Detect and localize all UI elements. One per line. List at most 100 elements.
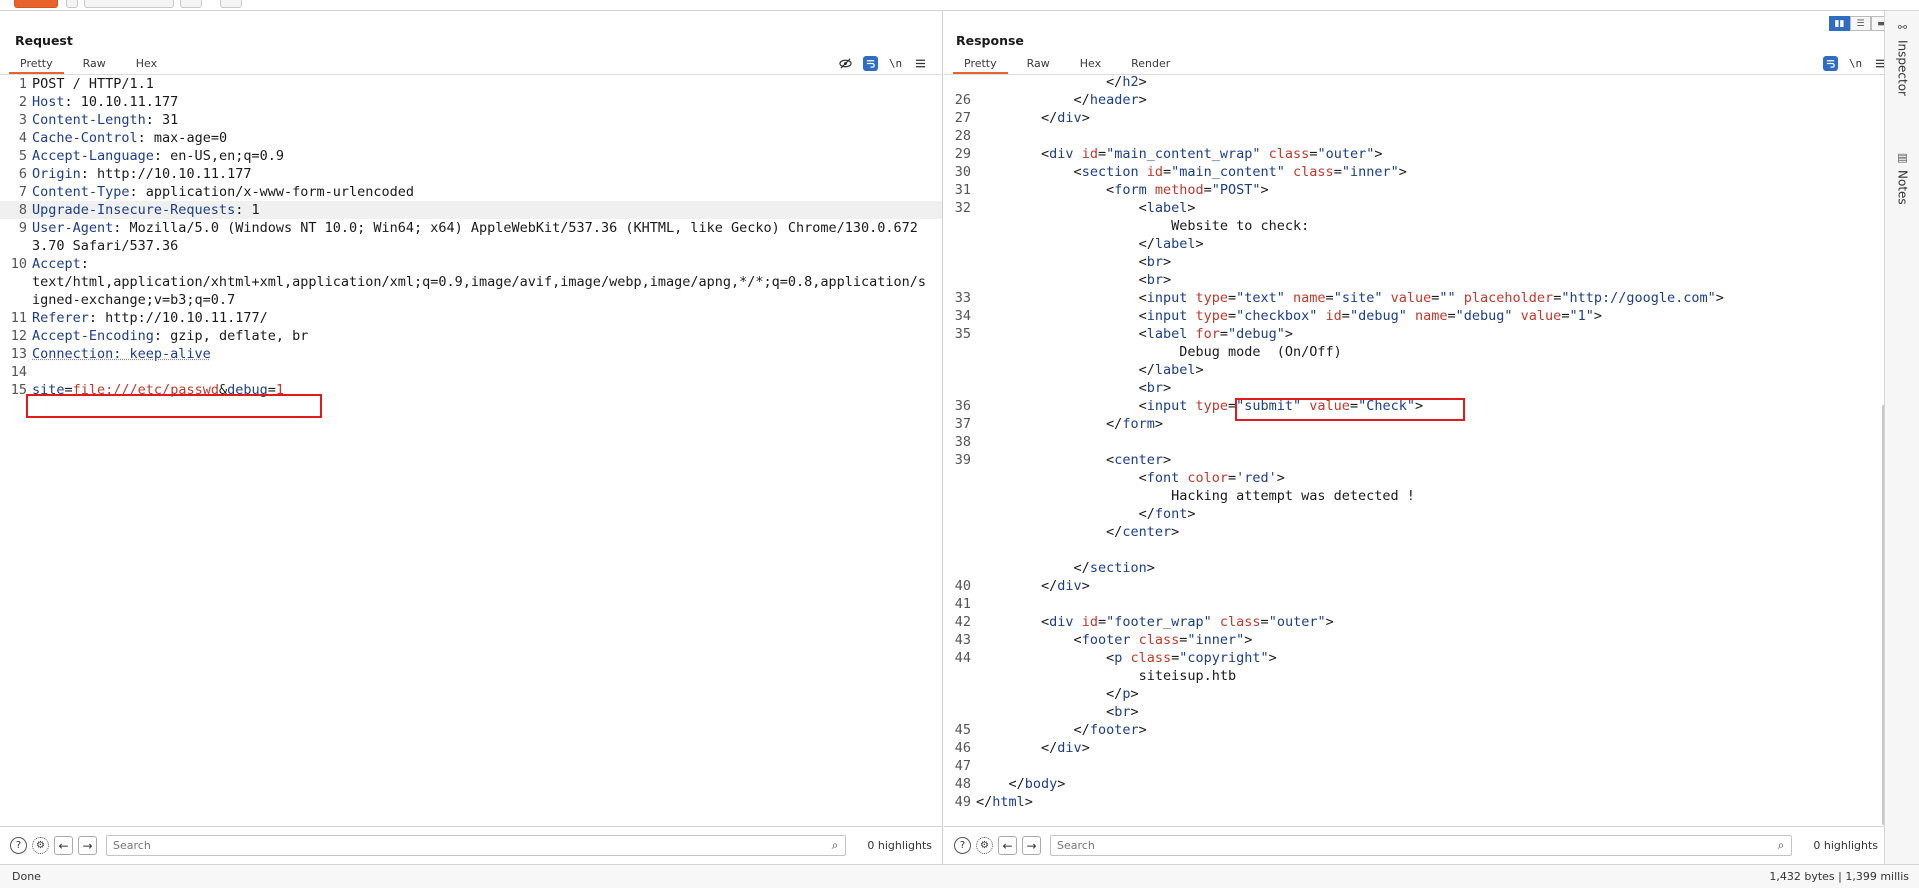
code-token: </ xyxy=(976,722,1090,738)
arrow-right-icon[interactable]: → xyxy=(78,836,97,855)
history-button[interactable] xyxy=(84,0,174,8)
code-token: : 1 xyxy=(235,202,260,218)
code-token: value xyxy=(1382,290,1432,306)
response-line: <br> xyxy=(944,703,1888,721)
request-search-placeholder: Search xyxy=(113,839,151,852)
line-code: <br> xyxy=(976,379,1888,397)
response-search-input[interactable]: Search ⌕ xyxy=(1050,835,1793,856)
layout-split-horizontal-icon[interactable]: ▮▮ xyxy=(1829,16,1850,31)
response-scrollbar[interactable] xyxy=(1882,405,1885,825)
code-token: input xyxy=(1146,398,1188,414)
tab-pretty[interactable]: Pretty xyxy=(949,54,1012,74)
code-token: = xyxy=(1171,650,1180,666)
tab-render[interactable]: Render xyxy=(1131,57,1171,70)
newline-toggle-icon[interactable]: \n xyxy=(888,56,903,70)
line-number xyxy=(944,505,976,523)
tab-pretty[interactable]: Pretty xyxy=(5,54,68,74)
line-code: <input type="checkbox" id="debug" name="… xyxy=(976,307,1888,325)
hamburger-menu-icon[interactable] xyxy=(1873,56,1888,71)
eye-off-icon[interactable] xyxy=(838,56,853,71)
code-token: class xyxy=(1260,146,1310,162)
code-token: = xyxy=(1097,146,1107,162)
line-code: </body> xyxy=(976,775,1888,793)
line-number xyxy=(944,379,976,397)
cancel-button[interactable] xyxy=(66,0,78,8)
tab-raw[interactable]: Raw xyxy=(1026,57,1050,70)
code-token: font xyxy=(1154,506,1188,522)
code-token: > xyxy=(1414,398,1424,414)
line-number: 3 xyxy=(18,112,27,128)
line-code xyxy=(32,363,942,381)
line-code: Website to check: xyxy=(976,217,1888,235)
help-icon[interactable]: ? xyxy=(10,837,27,854)
help-icon[interactable]: ? xyxy=(954,837,971,854)
code-token: "debug" xyxy=(1455,308,1513,324)
line-code: Content-Length: 31 xyxy=(32,111,942,129)
code-token: > xyxy=(1187,200,1196,216)
code-token: : max-age=0 xyxy=(137,130,228,146)
line-number: 37 xyxy=(954,416,971,432)
notes-tab[interactable]: ▤ Notes xyxy=(1885,151,1919,205)
gear-icon[interactable]: ⚙ xyxy=(32,837,49,854)
line-number xyxy=(944,487,976,505)
arrow-left-icon[interactable]: ← xyxy=(54,836,73,855)
code-token: < xyxy=(976,308,1147,324)
request-search-bar: ? ⚙ ← → Search ⌕ 0 highlights xyxy=(0,826,942,864)
line-code: </h2> xyxy=(976,75,1888,91)
code-token: Origin xyxy=(32,166,81,182)
code-token: : Mozilla/5.0 (Windows NT 10.0; Win64; x… xyxy=(32,220,918,254)
response-line: 35 <label for="debug"> xyxy=(944,325,1888,343)
inspector-icon: ⚯ xyxy=(1897,21,1908,34)
line-number: 6 xyxy=(18,166,27,182)
layout-split-vertical-icon[interactable]: ☰ xyxy=(1850,16,1871,31)
line-code: </form> xyxy=(976,415,1888,433)
code-token: </ xyxy=(976,776,1025,792)
line-number: 12 xyxy=(10,328,27,344)
line-code xyxy=(976,127,1888,145)
wrap-lines-icon[interactable] xyxy=(1823,55,1838,71)
hamburger-menu-icon[interactable] xyxy=(913,56,928,71)
search-icon: ⌕ xyxy=(1777,838,1785,852)
line-code: Host: 10.10.11.177 xyxy=(32,93,942,111)
code-token: = xyxy=(64,382,73,398)
response-line: 29 <div id="main_content_wrap" class="ou… xyxy=(944,145,1888,163)
inspector-tab[interactable]: ⚯ Inspector xyxy=(1885,21,1919,96)
code-token: > xyxy=(1284,326,1294,342)
line-number: 13 xyxy=(10,346,27,362)
code-token: < xyxy=(976,650,1115,666)
line-code: </section> xyxy=(976,559,1888,577)
arrow-left-icon[interactable]: ← xyxy=(998,836,1017,855)
line-number: 42 xyxy=(954,614,971,630)
top-toolbar xyxy=(0,0,1919,11)
code-token: = xyxy=(1553,290,1562,306)
line-number: 15 xyxy=(10,382,27,398)
line-code: </label> xyxy=(976,235,1888,253)
gear-icon[interactable]: ⚙ xyxy=(976,837,993,854)
line-number xyxy=(944,253,976,271)
response-line: 43 <footer class="inner"> xyxy=(944,631,1888,649)
line-number: 8 xyxy=(18,202,27,218)
request-search-input[interactable]: Search ⌕ xyxy=(106,835,847,856)
forward-button[interactable] xyxy=(220,0,242,8)
tab-raw[interactable]: Raw xyxy=(82,57,106,70)
code-token: > xyxy=(1162,272,1172,288)
code-token: color xyxy=(1179,470,1228,486)
code-token: div xyxy=(1057,578,1082,594)
code-token: footer xyxy=(1081,632,1131,648)
newline-toggle-icon[interactable]: \n xyxy=(1848,56,1863,70)
code-token: = xyxy=(1260,614,1269,630)
back-button[interactable] xyxy=(180,0,202,8)
code-token: Accept-Encoding xyxy=(32,328,154,344)
line-number: 46 xyxy=(954,740,971,756)
tab-hex[interactable]: Hex xyxy=(1079,57,1102,70)
wrap-lines-icon[interactable] xyxy=(863,55,878,71)
send-button[interactable] xyxy=(14,0,58,8)
tab-hex[interactable]: Hex xyxy=(135,57,158,70)
code-token: > xyxy=(1146,560,1155,576)
arrow-right-icon[interactable]: → xyxy=(1022,836,1041,855)
